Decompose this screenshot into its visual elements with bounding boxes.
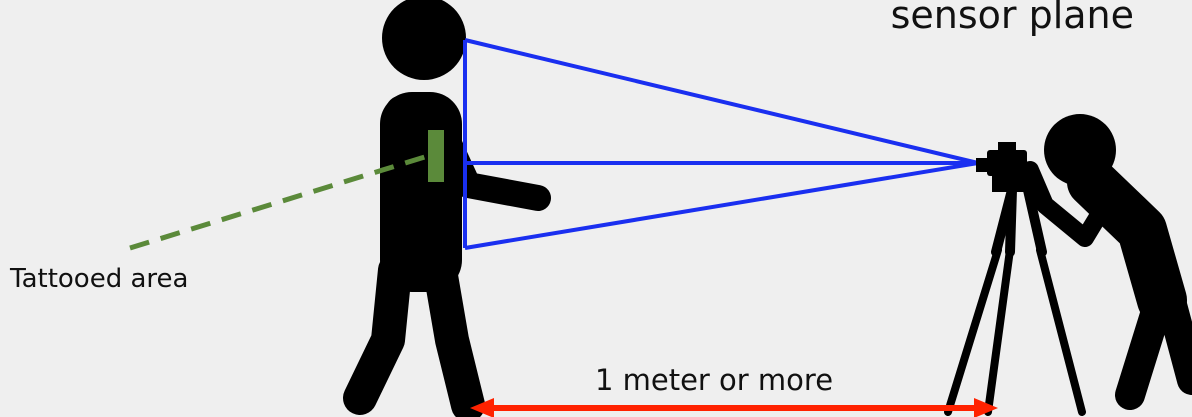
standing-person-icon — [343, 0, 551, 417]
distance-label: 1 meter or more — [595, 363, 833, 397]
tattoo-pointer-line — [129, 153, 429, 251]
photographer-icon — [1021, 114, 1192, 410]
tattoo-marker — [428, 130, 444, 182]
distance-arrow — [470, 398, 998, 417]
field-of-view-lines — [463, 38, 979, 250]
tripod-camera-icon — [944, 142, 1086, 416]
tattooed-area-label: Tattooed area — [9, 264, 188, 294]
sensor-plane-label: sensor plane — [891, 0, 1134, 37]
